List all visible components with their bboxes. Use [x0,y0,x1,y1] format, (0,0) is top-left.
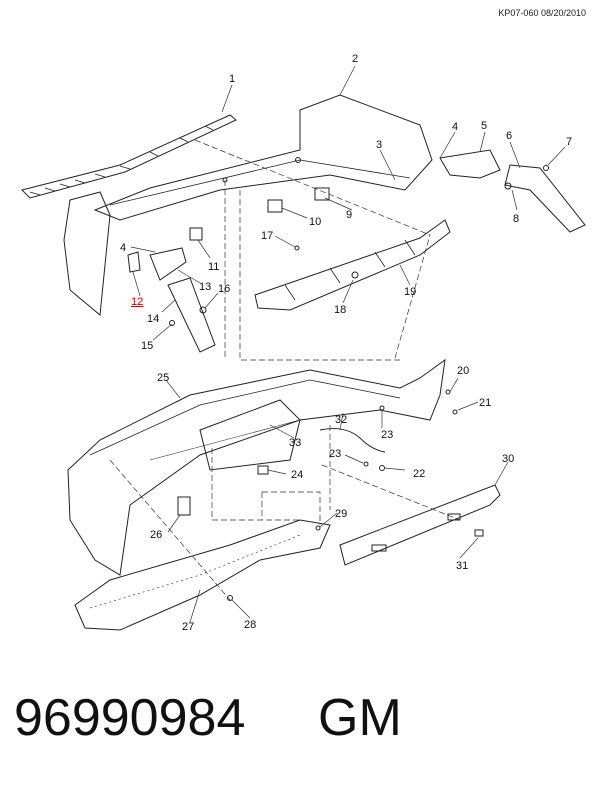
callout-9: 9 [346,209,352,221]
part-32-harness [319,428,386,453]
part-5-bracket [439,149,501,179]
callout-6: 6 [506,130,512,142]
callout-32: 32 [335,414,347,426]
callout-13: 13 [199,281,211,293]
callout-4-left: 4 [120,242,126,254]
part-number: 96990984 [14,689,246,747]
callout-23-lower: 23 [329,448,341,460]
callout-17: 17 [261,230,273,242]
part-31-label [474,529,484,537]
callout-1: 1 [229,73,235,85]
part-19-absorber [254,219,451,311]
part-24-clip [257,465,269,475]
exploded-parts-diagram: 1 2 3 4 5 6 7 8 9 10 11 4 12 13 14 15 16… [21,53,586,633]
callout-27: 27 [182,621,194,633]
part-12-bracket [127,251,141,273]
callout-20: 20 [457,365,469,377]
callout-12: 12 [131,296,143,308]
callout-24: 24 [291,469,303,481]
callout-11: 11 [208,261,219,273]
callout-16: 16 [218,283,230,295]
callout-30: 30 [502,453,514,465]
callout-3: 3 [376,139,382,151]
callout-5: 5 [481,120,487,132]
part-11-clip [189,227,203,241]
part-footer: 96990984 GM [0,680,600,760]
part-2-upper-fascia [93,94,433,221]
part-9-clip [314,187,330,201]
callout-19: 19 [404,286,416,298]
part-27-valance [74,519,331,631]
part-30-impact-bar [339,484,501,566]
part-1-trim-strip [21,114,237,199]
callout-10: 10 [309,216,321,228]
callout-21: 21 [479,397,491,409]
manufacturer: GM [318,689,402,747]
callout-7: 7 [566,136,572,148]
callout-33: 33 [289,437,301,449]
callout-22: 22 [413,468,425,480]
callout-25: 25 [157,372,169,384]
callout-28: 28 [244,619,256,631]
callout-29: 29 [335,508,347,520]
callout-31: 31 [456,560,468,572]
diagram-reference: KP07-060 08/20/2010 [498,8,586,18]
callout-15: 15 [141,340,153,352]
part-33-skid-panel [199,399,301,471]
part-10-clip [267,199,283,213]
callout-18: 18 [334,304,346,316]
callout-26: 26 [150,529,162,541]
callout-23-upper: 23 [381,429,393,441]
callout-2: 2 [352,53,358,65]
part-26-bracket [177,496,191,516]
part-14-bracket [167,277,216,353]
callout-4: 4 [452,121,458,133]
part-25-lower-fascia [67,358,446,576]
callout-14: 14 [147,313,159,325]
callout-8: 8 [513,213,519,225]
part-13-bracket [149,247,187,281]
